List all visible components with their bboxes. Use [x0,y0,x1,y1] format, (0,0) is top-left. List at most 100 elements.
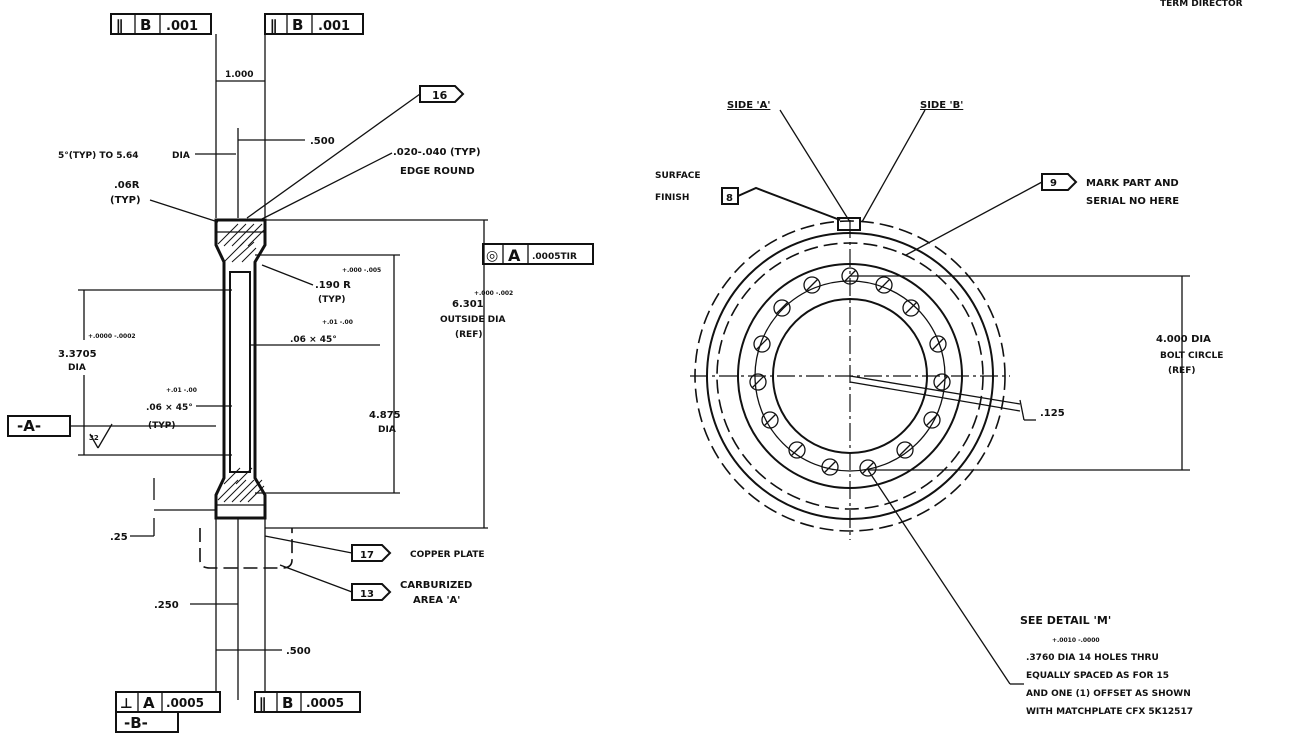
fcf-top-left: ∥ B .001 [110,13,212,35]
note-draft: 5°(TYP) TO 5.64 [58,151,139,161]
fcf-datum: A [143,694,155,712]
fcf-bottom-right: ∥ B .0005 [254,691,361,713]
fcf-symbol: ◎ [486,248,498,264]
flag-17-box [351,544,392,562]
fcf-right: ◎ A .0005TIR [482,243,594,265]
dim-250: .250 [154,600,179,611]
datum-a-label: -A- [17,417,41,435]
fcf-tol: .001 [318,19,350,34]
fcf-datum: B [282,694,293,712]
dim-top-500: .500 [310,136,335,147]
dim-od-1: 6.301 [452,299,484,310]
note-2-tol: +.0010 -.0000 [1052,637,1100,644]
left-section-view: ∥ B .001 ∥ B .001 1.000 .500 5°(TYP) TO … [7,13,594,733]
bolt-hole [773,299,791,317]
dim-bc-2: BOLT CIRCLE [1160,351,1223,361]
dim-bottom-500: .500 [286,646,311,657]
dim-od-tol: +.000 -.002 [474,290,513,297]
dim-4875-2: DIA [378,425,396,435]
bolt-hole [923,411,941,429]
mark-1: MARK PART AND [1086,178,1179,189]
note-190-tol: +.000 -.005 [342,267,381,274]
fcf-symbol: ⊥ [120,696,133,712]
dim-bore-1: 3.3705 [58,349,97,360]
bolt-hole [803,276,821,294]
bolt-hole [933,373,951,391]
bolt-holes [749,267,951,477]
note-3: EQUALLY SPACED AS FOR 15 [1026,671,1169,681]
flag-13-box [351,583,392,601]
datum-a: -A- [7,415,71,437]
note-190-1: .190 R [315,280,351,291]
fcf-symbol: ∥ [259,696,266,712]
surface-1: SURFACE [655,171,701,181]
right-plan-view: SIDE 'A' SIDE 'B' SURFACE FINISH 8 9 MAR… [655,100,1223,717]
dim-thickness: 1.000 [225,70,253,80]
note-chamfer2-1: .06 × 45° [146,403,193,413]
bolt-hole [859,459,877,477]
datum-b-label: -B- [124,714,148,732]
bolt-hole [749,373,767,391]
side-b: SIDE 'B' [920,100,963,111]
note-5: WITH MATCHPLATE CFX 5K12517 [1026,707,1193,717]
bolt-hole [788,441,806,459]
note-190-2: (TYP) [318,295,345,305]
side-a: SIDE 'A' [727,100,770,111]
dim-125: .125 [1040,408,1065,419]
fcf-tol: .0005 [166,696,204,710]
note-carb-1: CARBURIZED [400,580,472,591]
fcf-top-right: ∥ B .001 [264,13,364,35]
dim-bc-3: (REF) [1168,366,1195,376]
note-2: .3760 DIA 14 HOLES THRU [1026,653,1159,663]
bolt-hole [875,276,893,294]
flag-8: 8 [726,193,733,204]
dim-bore-tol: +.0000 -.0002 [88,333,136,340]
note-edge-1: .020-.040 (TYP) [393,147,481,158]
bolt-hole [753,335,771,353]
note-chamfer2-tol: +.01 -.00 [166,387,197,394]
flag-17: 17 [360,550,374,561]
note-06r-2: (TYP) [110,195,141,206]
corner-text: TERM DIRECTOR [1160,0,1243,9]
bolt-hole [821,458,839,476]
note-edge-2: EDGE ROUND [400,166,475,177]
fcf-symbol: ∥ [116,18,123,34]
fcf-datum: A [508,246,521,265]
note-chamfer: .06 × 45° [290,335,337,345]
fcf-symbol: ∥ [270,18,277,34]
finish-mark-text: 32 [89,434,99,442]
note-1: SEE DETAIL 'M' [1020,614,1111,627]
datum-b: -B- [115,711,179,733]
bolt-hole [761,411,779,429]
surface-2: FINISH [655,193,689,203]
bolt-hole [902,299,920,317]
flag-9: 9 [1050,178,1057,189]
flag-16: 16 [432,89,448,102]
note-copper: COPPER PLATE [410,550,485,560]
bolt-hole [896,441,914,459]
fcf-tol: .0005 [306,696,344,710]
dim-od-2: OUTSIDE DIA [440,315,506,325]
note-draft-dia: DIA [172,151,190,161]
fcf-datum: B [292,16,303,34]
finish-mark: 32 [89,423,113,449]
fcf-bottom-left: ⊥ A .0005 [115,691,221,713]
mark-2: SERIAL NO HERE [1086,196,1179,207]
note-chamfer-tol: +.01 -.00 [322,319,353,326]
fcf-tol: .0005TIR [532,252,577,262]
note-4: AND ONE (1) OFFSET AS SHOWN [1026,689,1191,699]
flag-13: 13 [360,589,374,600]
bolt-hole [929,335,947,353]
dim-bc-1: 4.000 DIA [1156,334,1211,345]
flag-16-box [419,85,465,103]
note-06r-1: .06R [114,180,140,191]
fcf-datum: B [140,16,151,34]
fcf-tol: .001 [166,19,198,34]
dim-od-3: (REF) [455,330,482,340]
note-carb-2: AREA 'A' [413,595,460,606]
dim-4875-1: 4.875 [369,410,401,421]
flag-9-box [1041,173,1078,191]
dim-bore-2: DIA [68,363,86,373]
dim-25: .25 [110,532,128,543]
